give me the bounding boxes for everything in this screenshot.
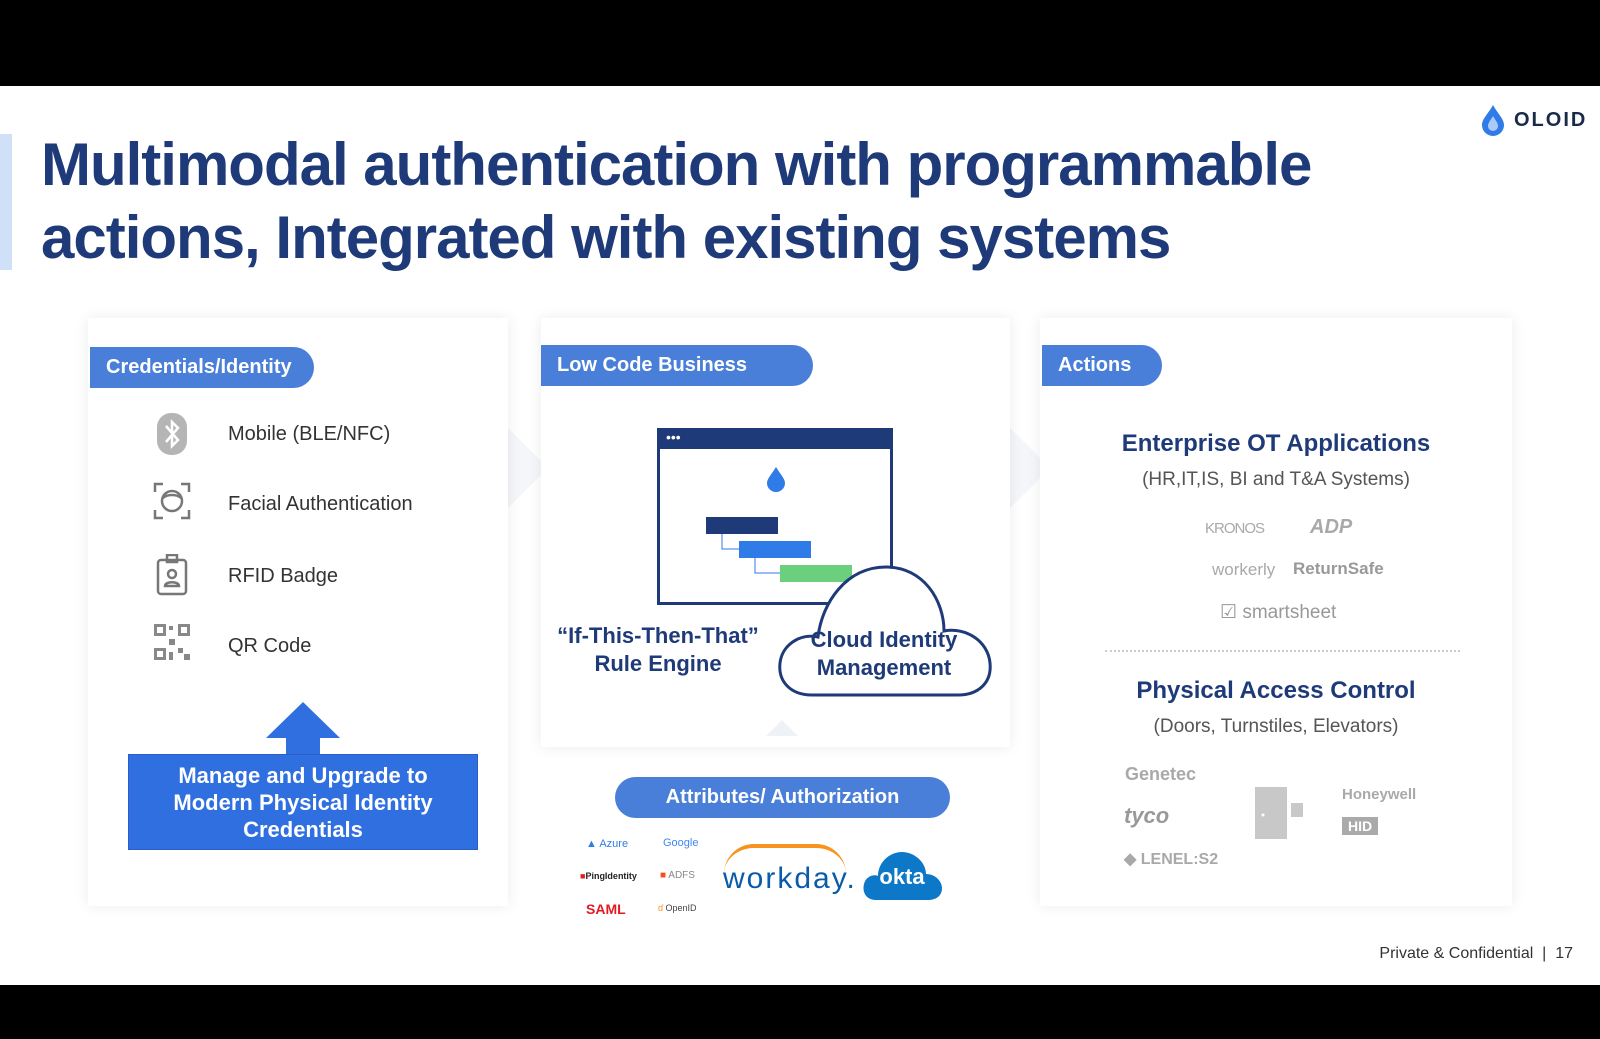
page-number: 17 xyxy=(1555,945,1573,962)
workday-logo: workday. xyxy=(723,862,857,895)
workerly-logo: workerly xyxy=(1212,560,1276,579)
bluetooth-icon xyxy=(152,412,192,456)
azure-logo: ▲ Azure xyxy=(586,838,629,850)
hid-logo: HID xyxy=(1342,817,1379,835)
kronos-logo: KRONOS xyxy=(1205,520,1265,537)
title-line-2: actions, Integrated with existing system… xyxy=(41,204,1171,271)
credential-item: Facial Authentication xyxy=(152,482,413,526)
enterprise-title: Enterprise OT Applications xyxy=(1121,430,1431,457)
oloid-logo: OLOID xyxy=(1480,104,1587,136)
qr-code-icon xyxy=(152,624,192,668)
slide-title: Multimodal authentication with programma… xyxy=(41,128,1312,274)
drop-icon xyxy=(1482,105,1504,136)
window-dots: ••• xyxy=(660,430,890,449)
okta-logo: okta xyxy=(879,864,925,889)
logic-header: Low Code Business Logic xyxy=(541,345,813,417)
section-divider xyxy=(1105,650,1460,652)
door-icon xyxy=(1255,787,1303,839)
rule-engine-label: “If-This-Then-That” Rule Engine xyxy=(557,623,759,676)
confidential-label: Private & Confidential xyxy=(1379,945,1534,962)
cloud-icon xyxy=(778,565,992,697)
badge-icon xyxy=(152,553,192,598)
credentials-header: Credentials/Identity xyxy=(90,347,314,388)
credential-label: Facial Authentication xyxy=(228,492,413,515)
openid-logo: ɗ OpenID xyxy=(658,903,697,913)
credential-label: QR Code xyxy=(228,634,312,657)
adfs-logo: ■ ADFS xyxy=(660,870,695,881)
bottom-bar xyxy=(0,985,1600,1039)
credential-label: Mobile (BLE/NFC) xyxy=(228,422,391,445)
credential-item: RFID Badge xyxy=(152,553,413,598)
honeywell-logo: Honeywell xyxy=(1342,786,1417,803)
workday-arc xyxy=(724,844,846,874)
cloud-identity-label: Cloud Identity Management xyxy=(810,627,958,680)
returnsafe-logo: ReturnSafe xyxy=(1293,559,1384,578)
smartsheet-logo: ☑ smartsheet xyxy=(1220,602,1337,623)
brand-name: OLOID xyxy=(1514,108,1588,131)
okta-cloud-icon xyxy=(863,852,942,900)
auth-header: Attributes/ Authorization xyxy=(615,777,950,818)
genetec-logo: Genetec xyxy=(1125,764,1197,784)
credential-item: Mobile (BLE/NFC) xyxy=(152,412,413,456)
pingidentity-logo: ■PingIdentity xyxy=(580,871,637,881)
tyco-logo: tyco xyxy=(1124,803,1170,828)
lenel-logo: ◆ LENEL:S2 xyxy=(1124,851,1219,868)
up-arrow-icon xyxy=(266,702,340,754)
face-scan-icon xyxy=(152,482,192,526)
flow-diagram xyxy=(706,467,852,582)
upgrade-callout: Manage and Upgrade to Modern Physical Id… xyxy=(128,754,478,850)
title-line-1: Multimodal authentication with programma… xyxy=(41,131,1312,198)
actions-header: Actions xyxy=(1042,345,1162,386)
google-logo: Google xyxy=(663,837,699,849)
footer: Private & Confidential | 17 xyxy=(1379,945,1573,962)
adp-logo: ADP xyxy=(1310,516,1353,538)
credential-list: Mobile (BLE/NFC) Facial Authentication R… xyxy=(152,412,413,668)
physical-subtitle: (Doors, Turnstiles, Elevators) xyxy=(1153,716,1399,737)
saml-logo: SAML xyxy=(586,901,626,917)
enterprise-subtitle: (HR,IT,IS, BI and T&A Systems) xyxy=(1142,469,1410,490)
top-bar xyxy=(0,0,1600,86)
physical-title: Physical Access Control xyxy=(1136,677,1416,704)
credential-item: QR Code xyxy=(152,624,413,668)
title-accent-bar xyxy=(0,134,12,270)
credential-label: RFID Badge xyxy=(228,564,339,587)
pointer-up xyxy=(766,720,798,736)
